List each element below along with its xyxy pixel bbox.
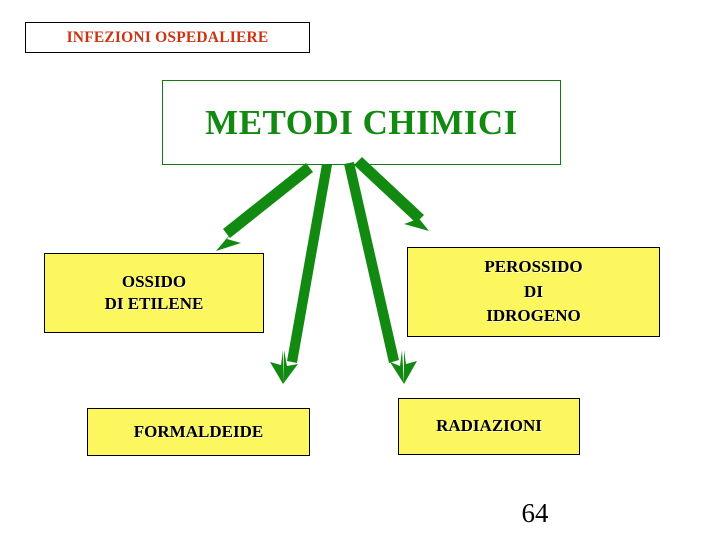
page-number: 64 <box>521 498 549 528</box>
arrow-to-formaldeide-icon <box>270 164 332 384</box>
node-radiazioni-label: RADIAZIONI <box>436 416 542 436</box>
node-perossido-di-idrogeno: PEROSSIDO DI IDROGENO <box>407 247 660 337</box>
node-formaldeide: FORMALDEIDE <box>87 408 310 456</box>
slide-title-box: INFEZIONI OSPEDALIERE <box>25 22 310 53</box>
heading-box-metodi-chimici: METODI CHIMICI <box>162 80 561 165</box>
node-formaldeide-label: FORMALDEIDE <box>133 421 264 441</box>
node-ossido-di-etilene-label: OSSIDO DI ETILENE <box>104 271 204 313</box>
node-perossido-di-idrogeno-label: PEROSSIDO DI IDROGENO <box>484 257 583 326</box>
arrow-to-ossido-icon <box>216 163 313 251</box>
arrow-to-perossido-icon <box>354 157 429 231</box>
heading-text: METODI CHIMICI <box>205 102 518 142</box>
slide-title-text: INFEZIONI OSPEDALIERE <box>66 28 269 46</box>
node-radiazioni: RADIAZIONI <box>398 398 580 455</box>
node-ossido-di-etilene: OSSIDO DI ETILENE <box>44 253 264 333</box>
